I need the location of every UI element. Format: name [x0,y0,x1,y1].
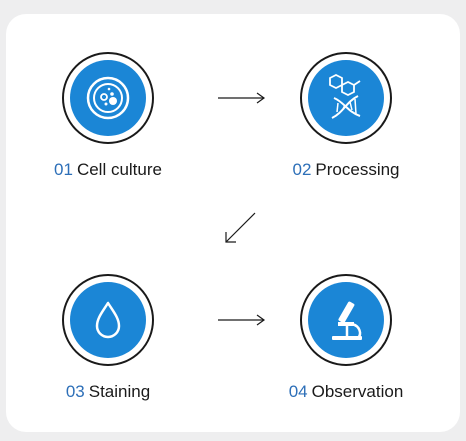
arrow-right-icon [218,92,266,104]
arrow-right-icon [218,314,266,326]
petri-dish-icon [86,76,130,120]
step-4-icon-bg [308,282,384,358]
step-1-circle [62,52,154,144]
step-4-text: Observation [311,382,404,401]
arrow-down-left-icon [225,212,256,243]
drop-icon [95,301,121,339]
step-2-icon-bg [308,60,384,136]
step-2-circle [300,52,392,144]
step-1-icon-bg [70,60,146,136]
step-2-text: Processing [315,160,400,179]
step-4-number: 04 [288,382,308,401]
step-3-icon-bg [70,282,146,358]
step-3-circle [62,274,154,366]
step-1-text: Cell culture [76,160,162,179]
step-2-number: 02 [292,160,312,179]
step-4-circle [300,274,392,366]
dna-molecule-icon [329,73,361,119]
microscope-icon [332,301,362,340]
step-3-text: Staining [88,382,151,401]
step-1-number: 01 [54,160,73,179]
step-3-number: 03 [65,382,85,401]
